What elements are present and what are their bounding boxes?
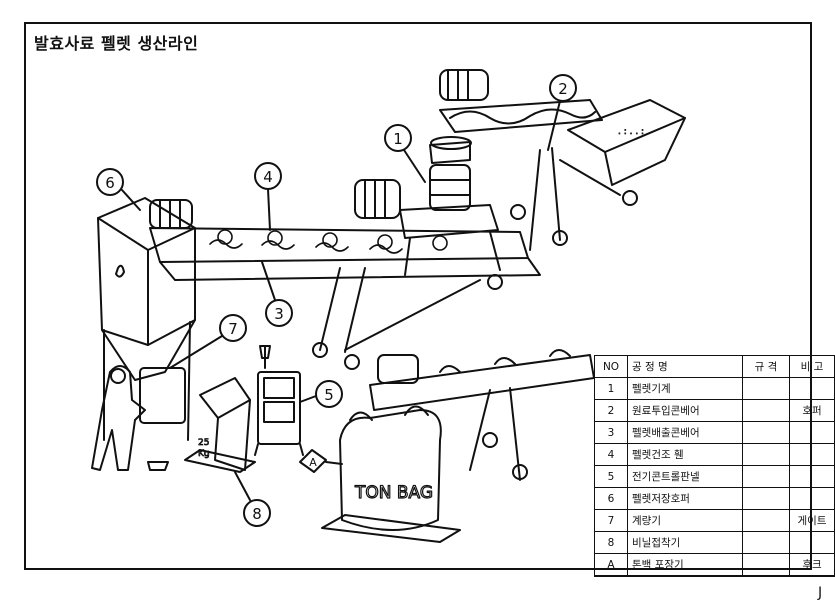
row-note: 게이트 — [789, 509, 835, 532]
table-row: 8 비닐접착기 — [594, 531, 835, 554]
row-name: 계량기 — [627, 509, 743, 532]
table-row: A 톤백 포장기 후크 — [594, 553, 835, 577]
callout-label-a: A — [309, 456, 317, 469]
table-row: 5 전기콘트롤판넬 — [594, 465, 835, 488]
row-no: 4 — [594, 443, 628, 466]
process-table: NO 공 정 명 규 격 비 고 1 펠렛기계 2 원료투입콘베어 호퍼 3 펠… — [594, 355, 835, 577]
storage-hopper — [97, 197, 196, 441]
drawing-frame — [24, 22, 812, 570]
callout-8 — [243, 499, 271, 527]
sealing-machine: 25 Kg — [184, 377, 256, 473]
row-spec — [742, 443, 790, 466]
row-note — [789, 487, 835, 510]
row-note — [789, 531, 835, 554]
header-spec: 규 격 — [742, 355, 790, 378]
callout-label-2: 2 — [558, 80, 568, 98]
row-spec — [742, 553, 790, 577]
row-spec — [742, 377, 790, 400]
ton-bag-line: TON BAG — [321, 349, 595, 543]
row-no: A — [594, 553, 628, 577]
table-row: 7 계량기 게이트 — [594, 509, 835, 532]
row-no: 6 — [594, 487, 628, 510]
row-no: 2 — [594, 399, 628, 422]
svg-text:. : . . :: . : . . : — [618, 127, 644, 137]
weigher-operator — [91, 365, 186, 471]
row-no: 7 — [594, 509, 628, 532]
control-panel — [254, 345, 304, 456]
callout-a-shape — [299, 449, 327, 473]
table-row: 6 펠렛저장호퍼 — [594, 487, 835, 510]
callout-2 — [549, 74, 577, 102]
row-spec — [742, 399, 790, 422]
callout-label-7: 7 — [228, 320, 238, 338]
row-name: 펠렛기계 — [627, 377, 743, 400]
row-name: 톤백 포장기 — [627, 553, 743, 577]
corner-mark: J — [818, 585, 823, 601]
callout-label-4: 4 — [263, 168, 273, 186]
row-no: 5 — [594, 465, 628, 488]
callout-1 — [384, 124, 412, 152]
callout-3 — [265, 299, 293, 327]
row-spec — [742, 421, 790, 444]
callouts — [96, 74, 577, 527]
row-name: 전기콘트롤판넬 — [627, 465, 743, 488]
row-no: 3 — [594, 421, 628, 444]
row-name: 펠렛배출콘베어 — [627, 421, 743, 444]
row-spec — [742, 531, 790, 554]
row-note — [789, 377, 835, 400]
callout-label-6: 6 — [105, 174, 115, 192]
row-name: 펠렛저장호퍼 — [627, 487, 743, 510]
callout-5 — [315, 380, 343, 408]
row-spec — [742, 465, 790, 488]
row-spec — [742, 487, 790, 510]
table-row: 2 원료투입콘베어 호퍼 — [594, 399, 835, 422]
row-name: 펠렛건조 휀 — [627, 443, 743, 466]
input-conveyor: . : . . : — [439, 69, 686, 251]
row-no: 1 — [594, 377, 628, 400]
ton-bag-label: TON BAG — [354, 483, 433, 503]
callout-7 — [219, 314, 247, 342]
callout-label-1: 1 — [393, 130, 403, 148]
row-note — [789, 421, 835, 444]
callout-label-8: 8 — [252, 505, 262, 523]
weight-label-bottom: Kg — [198, 449, 210, 459]
header-no: NO — [594, 355, 628, 378]
table-row: 4 펠렛건조 휀 — [594, 443, 835, 466]
table-row: 3 펠렛배출콘베어 — [594, 421, 835, 444]
row-spec — [742, 509, 790, 532]
callout-6 — [96, 168, 124, 196]
row-no: 8 — [594, 531, 628, 554]
row-note — [789, 443, 835, 466]
drawing-title: 발효사료 펠렛 생산라인 — [34, 34, 199, 53]
row-name: 원료투입콘베어 — [627, 399, 743, 422]
pellet-machine — [354, 136, 503, 290]
weight-label-top: 25 — [198, 438, 209, 448]
callout-label-5: 5 — [324, 386, 334, 404]
row-note: 후크 — [789, 553, 835, 577]
row-note — [789, 465, 835, 488]
header-note: 비 고 — [789, 355, 835, 378]
row-note: 호퍼 — [789, 399, 835, 422]
row-name: 비닐접착기 — [627, 531, 743, 554]
table-header-row: NO 공 정 명 규 격 비 고 — [594, 355, 835, 378]
table-row: 1 펠렛기계 — [594, 377, 835, 400]
callout-label-3: 3 — [274, 305, 284, 323]
header-process-name: 공 정 명 — [627, 355, 743, 378]
